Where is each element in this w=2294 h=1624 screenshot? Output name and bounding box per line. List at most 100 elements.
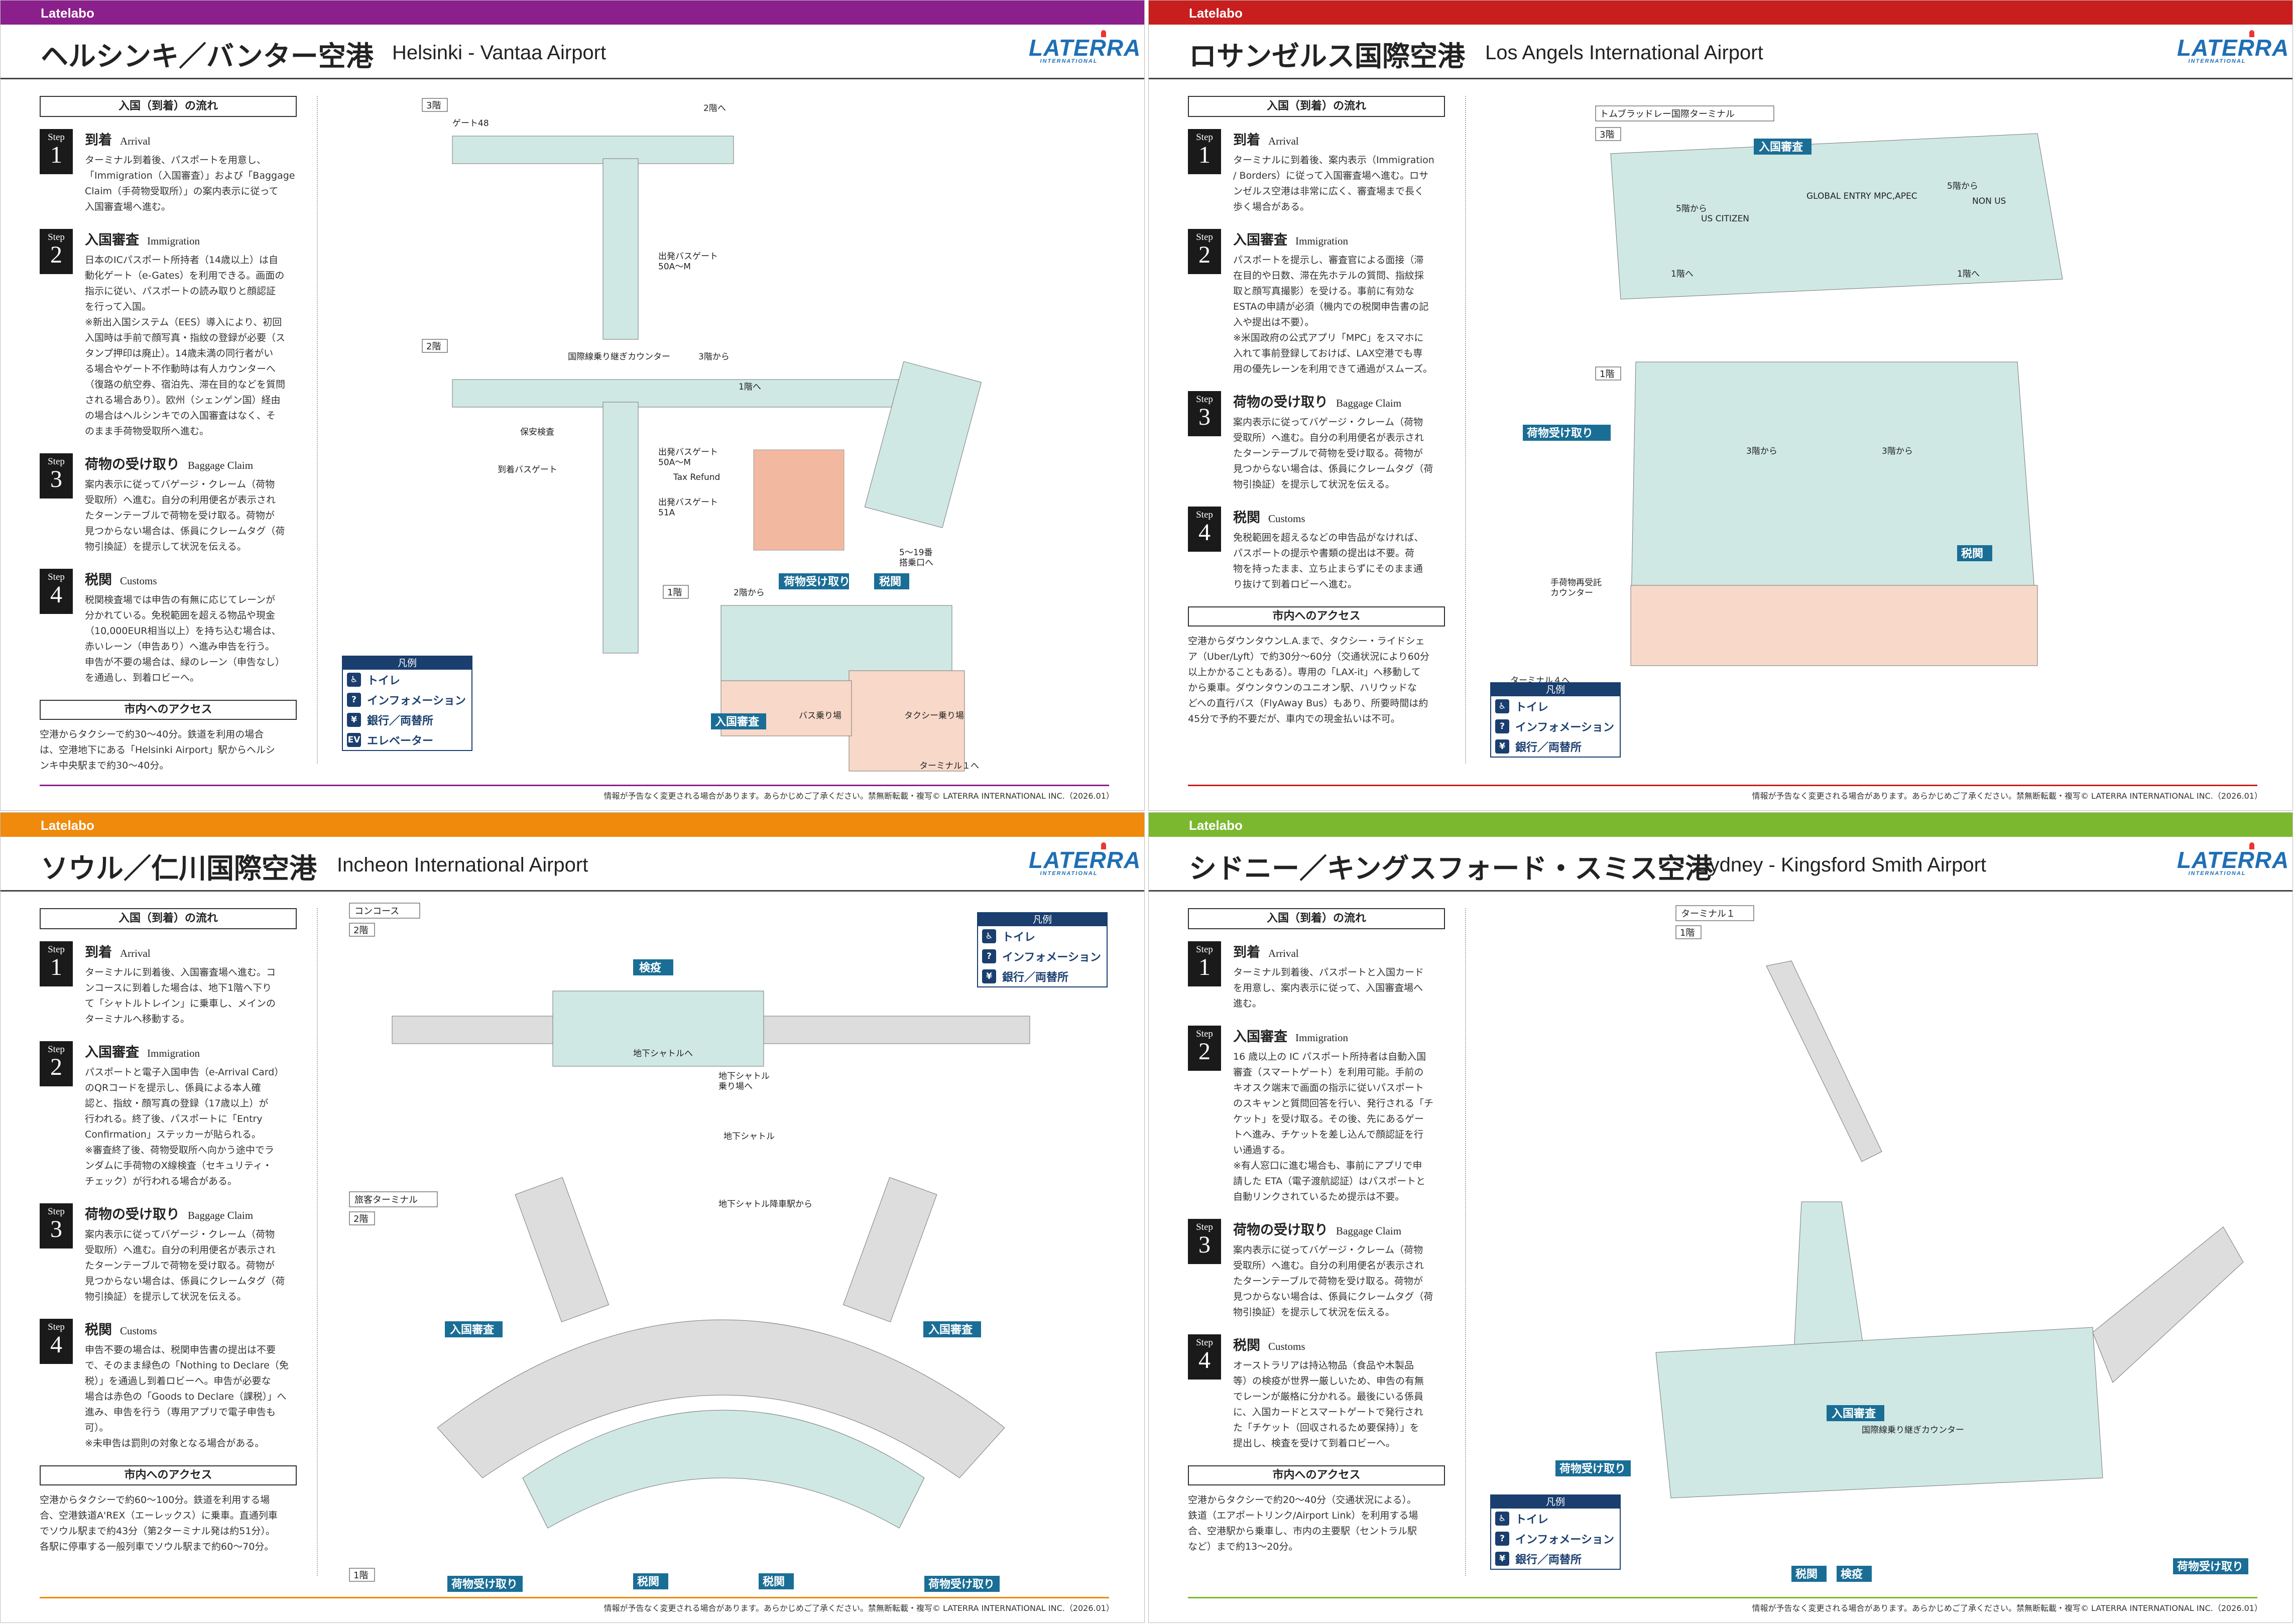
step-body: 案内表示に従ってバゲージ・クレーム（荷物 受取所）へ進む。自分の利用便名が表示さ… <box>1233 417 1433 490</box>
seoul-map: コンコース 2階 検疫 地下シャトルへ 地下シャトル乗り場へ 地下シャトル 地下… <box>332 901 1130 1593</box>
footer-note: 情報が予告なく変更される場合があります。あらかじめご了承ください。禁無断転載・複… <box>603 791 1114 801</box>
svg-text:3階から: 3階から <box>1882 446 1913 456</box>
footer-note: 情報が予告なく変更される場合があります。あらかじめご了承ください。禁無断転載・複… <box>1752 1603 2262 1613</box>
footer-line <box>40 785 1109 786</box>
flow-title: 入国（到着）の流れ <box>1188 908 1445 929</box>
toilet-icon: ♿ <box>1495 699 1509 713</box>
step-title: 税関 <box>1233 1338 1260 1353</box>
page-title: ヘルシンキ／バンター空港 <box>41 40 374 72</box>
la-map: トムブラッドレー国際ターミナル 3階 入国審査 US CITIZEN GLOBA… <box>1480 88 2278 781</box>
step-body: パスポートと電子入国申告（e-Arrival Card） のQRコードを提示し、… <box>85 1067 284 1187</box>
access-body: 空港からタクシーで約30〜40分。鉄道を利用の場合 は、空港地下にある「Hels… <box>40 729 275 771</box>
step-title: 荷物の受け取り <box>85 457 180 472</box>
page-seoul: Latelabo ソウル／仁川国際空港 Incheon Internationa… <box>0 812 1145 1623</box>
column-divider <box>317 96 318 764</box>
step-body: 案内表示に従ってバゲージ・クレーム（荷物 受取所）へ進む。自分の利用便名が表示さ… <box>85 479 285 552</box>
step-body: パスポートを提示し、審査官による面接（滞 在目的や日数、滞在先ホテルの質問、指紋… <box>1233 255 1433 374</box>
svg-text:コンコース: コンコース <box>354 906 399 917</box>
svg-text:税関: 税関 <box>763 1575 785 1588</box>
svg-text:検疫: 検疫 <box>639 961 661 974</box>
step-title: 荷物の受け取り <box>1233 395 1328 410</box>
svg-text:2階: 2階 <box>426 341 441 352</box>
flow-title: 入国（到着）の流れ <box>1188 96 1445 117</box>
step-title: 入国審査 <box>1233 1029 1287 1045</box>
access-title: 市内へのアクセス <box>40 700 297 720</box>
svg-text:1階: 1階 <box>1680 928 1695 938</box>
step-title: 到着 <box>85 945 112 960</box>
bank-icon: ¥ <box>982 969 996 983</box>
svg-text:NON US: NON US <box>1972 196 2006 206</box>
page-subtitle: Incheon International Airport <box>337 854 588 876</box>
footer-line <box>40 1597 1109 1598</box>
flow-title: 入国（到着）の流れ <box>40 908 297 929</box>
step-title: 税関 <box>1233 510 1260 526</box>
svg-text:荷物受け取り: 荷物受け取り <box>451 1578 518 1591</box>
access-body: 空港からダウンタウンL.A.まで、タクシー・ライドシェ ア（Uber/Lyft）… <box>1188 636 1429 724</box>
page-title: ソウル／仁川国際空港 <box>41 852 317 885</box>
svg-text:入国審査: 入国審査 <box>1759 141 1803 154</box>
page-title: シドニー／キングスフォード・スミス空港 <box>1189 852 1713 885</box>
toilet-icon: ♿ <box>1495 1512 1509 1526</box>
svg-text:ターミナル１へ: ターミナル１へ <box>919 761 979 771</box>
svg-text:国際線乗り継ぎカウンター: 国際線乗り継ぎカウンター <box>1862 1425 1964 1435</box>
title-row: ヘルシンキ／バンター空港 Helsinki - Vantaa Airport L… <box>1 27 1144 79</box>
footer-note: 情報が予告なく変更される場合があります。あらかじめご了承ください。禁無断転載・複… <box>1752 791 2262 801</box>
svg-text:3階から: 3階から <box>1746 446 1777 456</box>
page-subtitle: Los Angels International Airport <box>1485 42 1763 64</box>
svg-text:2階: 2階 <box>353 925 368 936</box>
step-title: 税関 <box>85 1322 112 1338</box>
title-row: ソウル／仁川国際空港 Incheon International Airport… <box>1 839 1144 892</box>
step-body: 案内表示に従ってバゲージ・クレーム（荷物 受取所）へ進む。自分の利用便名が表示さ… <box>1233 1244 1433 1318</box>
map-legend: 凡例 ♿トイレ ?インフォメーション ¥銀行／両替所 <box>1490 1494 1621 1570</box>
map-legend: 凡例 ♿トイレ ?インフォメーション ¥銀行／両替所 <box>977 912 1108 987</box>
elevator-icon: EV <box>347 733 361 747</box>
brand-bar: Latelabo <box>1149 1 2292 25</box>
step-body: 日本のICパスポート所持者（14歳以上）は自 動化ゲート（e-Gates）を利用… <box>85 255 286 437</box>
svg-text:国際線乗り継ぎカウンター: 国際線乗り継ぎカウンター <box>568 352 670 362</box>
brand-bar: Latelabo <box>1 1 1144 25</box>
page-title: ロサンゼルス国際空港 <box>1189 40 1466 72</box>
svg-text:到着バスゲート: 到着バスゲート <box>498 465 557 475</box>
brand-bar: Latelabo <box>1 813 1144 837</box>
svg-text:税関: 税関 <box>1795 1568 1818 1581</box>
svg-text:1階へ: 1階へ <box>1957 269 1980 279</box>
access-body: 空港からタクシーで約60〜100分。鉄道を利用する場 合、空港鉄道A'REX（エ… <box>40 1494 278 1552</box>
access-body: 空港からタクシーで約20〜40分（交通状況による）。 鉄道（エアポートリンク/A… <box>1188 1494 1418 1552</box>
svg-text:地下シャトル降車駅から: 地下シャトル降車駅から <box>718 1199 812 1209</box>
page-subtitle: Helsinki - Vantaa Airport <box>392 42 607 64</box>
info-icon: ? <box>347 693 361 707</box>
svg-text:入国審査: 入国審査 <box>450 1323 495 1336</box>
info-icon: ? <box>982 949 996 963</box>
svg-text:2階へ: 2階へ <box>703 103 726 113</box>
step-title: 到着 <box>85 133 112 148</box>
access-title: 市内へのアクセス <box>1188 606 1445 627</box>
svg-text:入国審査: 入国審査 <box>1832 1407 1876 1420</box>
title-row: ロサンゼルス国際空港 Los Angels International Airp… <box>1149 27 2292 79</box>
svg-text:タクシー乗り場: タクシー乗り場 <box>904 711 964 721</box>
svg-text:1階へ: 1階へ <box>1671 269 1694 279</box>
step-body: 税関検査場では申告の有無に応じてレーンが 分かれている。免税範囲を超える物品や現… <box>85 594 285 683</box>
seoul-floorplan: コンコース 2階 検疫 地下シャトルへ 地下シャトル乗り場へ 地下シャトル 地下… <box>349 903 1030 1592</box>
svg-text:1階へ: 1階へ <box>739 382 761 392</box>
svg-text:2階: 2階 <box>353 1214 368 1224</box>
sydney-map: ターミナル１ 1階 入国審査 国際線乗り継ぎカウンター 荷物受け取り 荷物受け取… <box>1480 901 2278 1593</box>
